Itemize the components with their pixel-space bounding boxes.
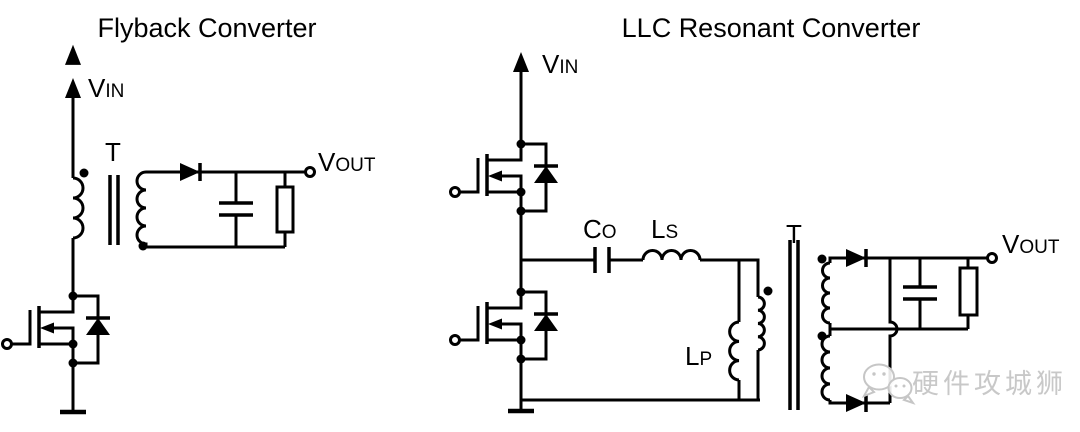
flyback-output <box>146 163 316 249</box>
watermark: 硬件攻城狮 <box>861 363 1067 405</box>
flyback-output-capacitor <box>219 201 253 217</box>
llc-secondary-top-polarity-dot <box>817 254 827 264</box>
llc-secondary-bottom-winding <box>820 334 831 402</box>
flyback-load-resistor <box>275 185 295 234</box>
llc-vout-label: VOUT <box>1002 229 1060 259</box>
flyback-vin-arrow <box>65 44 81 178</box>
flyback-rectifier-diode <box>180 163 200 181</box>
flyback-vout-label: VOUT <box>318 147 376 177</box>
flyback-mosfet-switch <box>0 289 112 370</box>
flyback-vin-label: VIN <box>88 73 124 103</box>
llc-lp-label: LP <box>685 341 712 371</box>
llc-bottom-rectifier-diode <box>846 394 866 412</box>
flyback-transformer-label: T <box>105 137 121 167</box>
llc-primary-winding <box>757 295 766 352</box>
llc-load-resistor <box>958 266 979 317</box>
llc-resonant-converter: LLC Resonant Converter VIN CO LS LP <box>448 13 1060 414</box>
llc-series-inductor <box>641 249 702 261</box>
llc-top-rectifier-diode <box>846 249 866 267</box>
flyback-transformer <box>72 168 148 251</box>
llc-ls-label: LS <box>651 214 678 244</box>
llc-core <box>788 240 800 410</box>
llc-co-label: CO <box>583 214 617 244</box>
wechat-icon <box>861 363 916 405</box>
flyback-secondary-winding <box>135 170 148 247</box>
llc-output <box>828 249 998 412</box>
llc-title: LLC Resonant Converter <box>622 13 921 43</box>
watermark-text: 硬件攻城狮 <box>912 369 1067 399</box>
flyback-primary-polarity-dot <box>79 168 89 178</box>
flyback-primary-winding <box>72 176 85 240</box>
flyback-title: Flyback Converter <box>97 13 316 43</box>
llc-lowside-mosfet <box>448 285 560 366</box>
llc-resonant-capacitor <box>593 247 611 273</box>
llc-transformer-label: T <box>786 219 802 249</box>
llc-primary-polarity-dot <box>763 286 773 296</box>
llc-crossover-hop <box>888 258 899 403</box>
llc-vout-terminal <box>986 252 998 264</box>
flyback-vout-terminal <box>304 166 316 178</box>
flyback-converter: Flyback Converter VIN T <box>0 13 376 415</box>
flyback-core <box>108 175 120 245</box>
llc-output-capacitor <box>903 285 937 301</box>
llc-transformer <box>756 240 832 410</box>
llc-vin-label: VIN <box>542 49 578 79</box>
llc-parallel-inductor <box>728 320 740 382</box>
flyback-secondary-polarity-dot <box>138 241 148 251</box>
llc-secondary-bottom-polarity-dot <box>817 331 827 341</box>
llc-vin-arrow <box>513 52 529 144</box>
llc-secondary-top-winding <box>821 261 831 325</box>
llc-highside-mosfet <box>448 137 560 218</box>
llc-resonant-tank <box>521 247 760 402</box>
